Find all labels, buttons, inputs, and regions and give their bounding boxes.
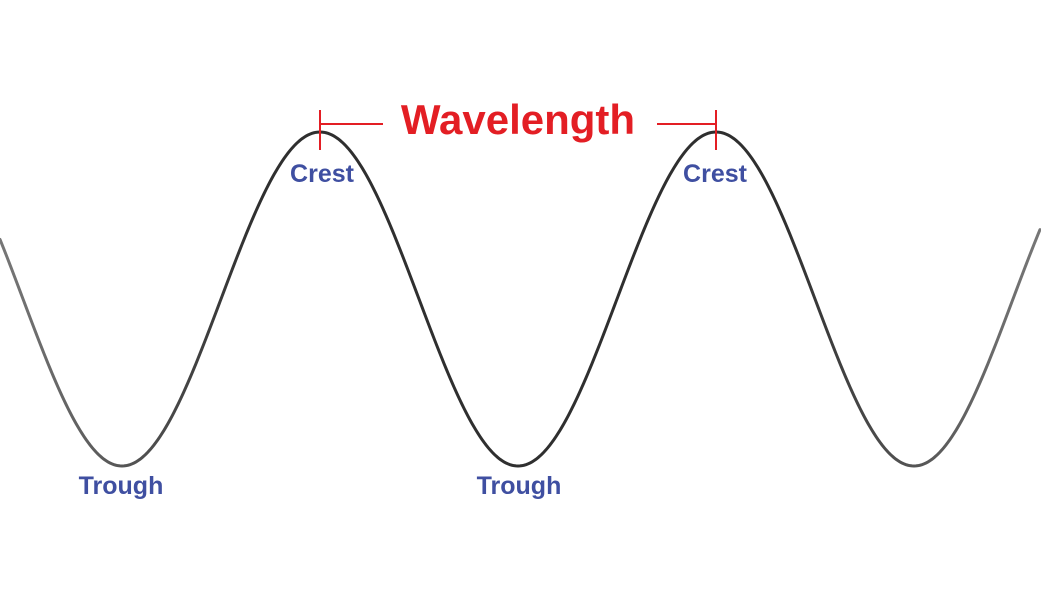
wavelength-marker: Wavelength xyxy=(319,96,717,150)
crest-label-right: Crest xyxy=(683,160,748,188)
trough-label-middle: Trough xyxy=(477,472,562,500)
crest-label-left: Crest xyxy=(290,160,355,188)
wave-curve xyxy=(0,130,1041,468)
trough-label-left: Trough xyxy=(79,472,164,500)
wavelength-title: Wavelength xyxy=(401,96,635,143)
